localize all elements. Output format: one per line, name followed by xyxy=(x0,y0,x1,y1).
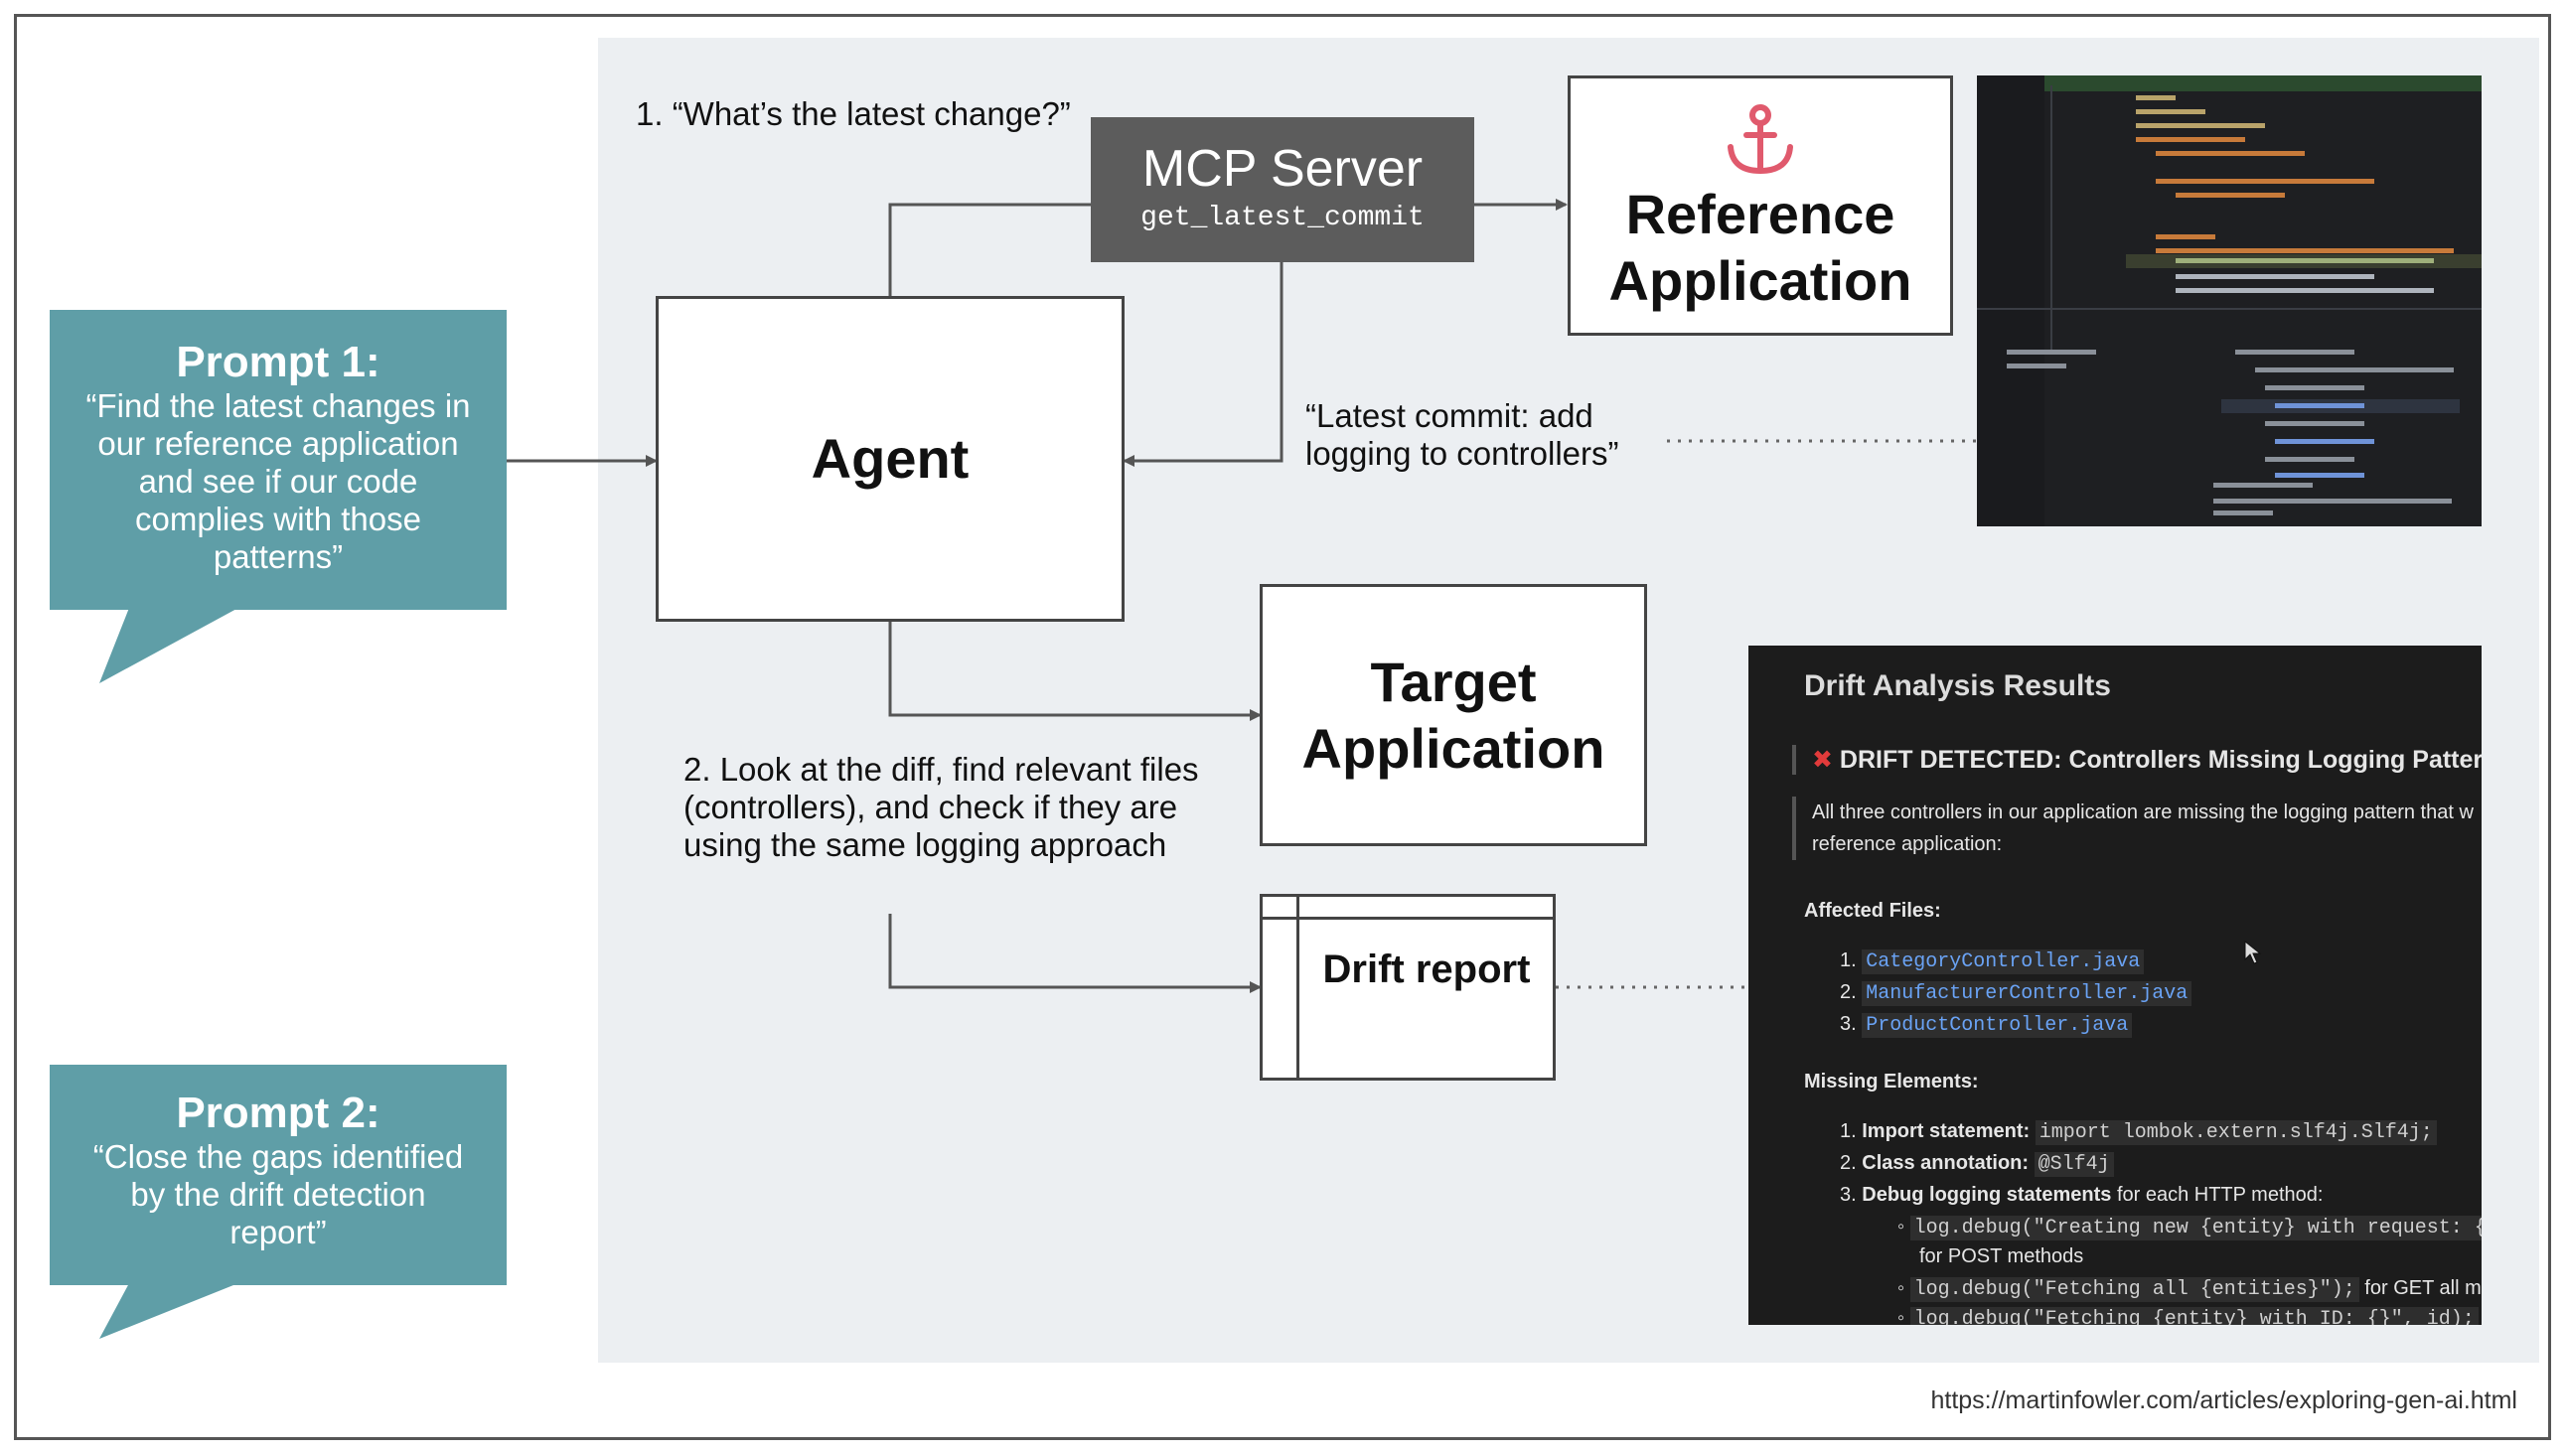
prompt1-text: “Find the latest changes in our referenc… xyxy=(85,387,471,575)
sub-item-3: ◦ log.debug("Fetching {entity} with ID: … xyxy=(1897,1307,2479,1325)
sub-item-2: ◦ log.debug("Fetching all {entities}"); … xyxy=(1897,1277,2482,1302)
arrow-agent-to-mcp xyxy=(888,203,1091,296)
drift-desc-line1: All three controllers in our application… xyxy=(1812,801,2474,823)
arrow-to-drift xyxy=(888,914,1262,993)
agent-label: Agent xyxy=(811,427,970,491)
m1-code: import lombok.extern.slf4j.Slf4j; xyxy=(2035,1120,2437,1145)
m1-label: Import statement: xyxy=(1862,1120,2031,1142)
prompt2-tail xyxy=(99,1283,238,1339)
commit-response: “Latest commit: add logging to controlle… xyxy=(1305,397,1619,472)
sub3-code: log.debug("Fetching {entity} with ID: {}… xyxy=(1909,1307,2479,1325)
prompt2-text: “Close the gaps identified by the drift … xyxy=(92,1138,464,1250)
sub2-rest: for GET all me xyxy=(2364,1277,2482,1299)
m3-rest: for each HTTP method: xyxy=(2116,1184,2324,1206)
step1-label: 1. “What’s the latest change?” xyxy=(636,95,1071,132)
drift-description: All three controllers in our application… xyxy=(1792,797,2474,860)
ide-screenshot xyxy=(1977,75,2482,526)
reference-app-box: Reference Application xyxy=(1568,75,1953,336)
drift-report-doc: Drift report xyxy=(1260,894,1556,1081)
missing-heading: Missing Elements: xyxy=(1804,1071,1979,1092)
sub-item-1-rest: for POST methods xyxy=(1919,1245,2084,1267)
m2-code: @Slf4j xyxy=(2034,1152,2114,1177)
missing-item-3: 3. Debug logging statements for each HTT… xyxy=(1840,1184,2324,1206)
m2-label: Class annotation: xyxy=(1862,1152,2030,1174)
file-item-3: 3. ProductController.java xyxy=(1840,1013,2133,1038)
drift-analysis-panel: Drift Analysis Results ✖ DRIFT DETECTED:… xyxy=(1748,646,2482,1325)
prompt2-bubble: Prompt 2: “Close the gaps identified by … xyxy=(50,1065,507,1285)
arrow-agent-to-target xyxy=(888,622,1262,721)
reference-label: Reference Application xyxy=(1608,182,1912,312)
drift-report-label: Drift report xyxy=(1322,947,1531,991)
mcp-server: MCP Server get_latest_commit xyxy=(1091,117,1474,262)
outer-frame xyxy=(14,14,2551,1440)
prompt1-title: Prompt 1: xyxy=(176,338,380,386)
file-link-2[interactable]: ManufacturerController.java xyxy=(1862,981,2192,1006)
missing-item-1: 1. Import statement: import lombok.exter… xyxy=(1840,1120,2437,1145)
drift-desc-line2: reference application: xyxy=(1812,833,2003,855)
affected-heading: Affected Files: xyxy=(1804,900,1941,922)
drift-panel-title: Drift Analysis Results xyxy=(1804,669,2111,702)
mcp-title: MCP Server xyxy=(1141,140,1424,198)
ide-code-lines xyxy=(1977,75,2482,526)
cross-icon: ✖ xyxy=(1812,746,1833,774)
source-url: https://martinfowler.com/articles/explor… xyxy=(1930,1386,2517,1414)
agent-box: Agent xyxy=(656,296,1125,622)
target-label: Target Application xyxy=(1301,650,1605,780)
sub2-code: log.debug("Fetching all {entities}"); xyxy=(1909,1277,2359,1302)
sub-item-1: ◦ log.debug("Creating new {entity} with … xyxy=(1897,1216,2482,1240)
sub1-code: log.debug("Creating new {entity} with re… xyxy=(1909,1216,2482,1240)
file-link-1[interactable]: CategoryController.java xyxy=(1862,949,2145,974)
mcp-tool: get_latest_commit xyxy=(1140,203,1425,233)
file-item-1: 1. CategoryController.java xyxy=(1840,949,2145,974)
mouse-cursor-icon xyxy=(2244,940,2262,964)
m3-label: Debug logging statements xyxy=(1862,1184,2112,1206)
arrow-mcp-to-agent xyxy=(1123,262,1284,467)
step2-label: 2. Look at the diff, find relevant files… xyxy=(683,751,1199,863)
drift-detected-line: ✖ DRIFT DETECTED: Controllers Missing Lo… xyxy=(1792,745,2482,775)
file-link-3[interactable]: ProductController.java xyxy=(1862,1013,2133,1038)
drift-detected-text: DRIFT DETECTED: Controllers Missing Logg… xyxy=(1839,746,2482,774)
doc-side-band xyxy=(1296,897,1299,1078)
prompt1-tail xyxy=(99,608,238,683)
anchor-icon xyxy=(1728,103,1793,174)
missing-item-2: 2. Class annotation: @Slf4j xyxy=(1840,1152,2114,1177)
file-item-2: 2. ManufacturerController.java xyxy=(1840,981,2192,1006)
prompt2-title: Prompt 2: xyxy=(176,1089,380,1137)
doc-top-band xyxy=(1263,917,1553,920)
target-app-box: Target Application xyxy=(1260,584,1647,846)
prompt1-bubble: Prompt 1: “Find the latest changes in ou… xyxy=(50,310,507,610)
